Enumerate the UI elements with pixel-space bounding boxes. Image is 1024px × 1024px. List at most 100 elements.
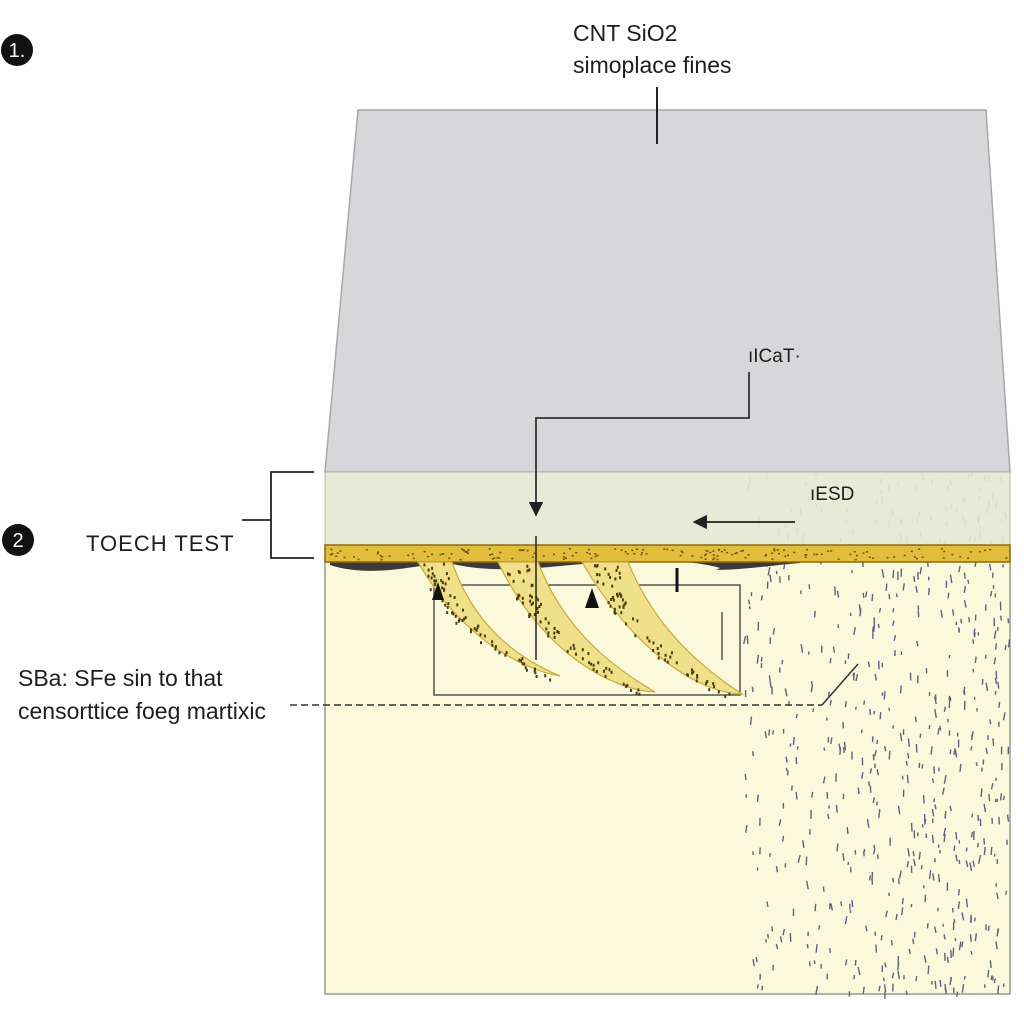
fin-speck bbox=[513, 580, 515, 583]
particle-mark bbox=[886, 584, 887, 591]
fin-speck bbox=[522, 597, 524, 600]
particle-mark bbox=[964, 976, 965, 980]
band-speck bbox=[745, 557, 747, 559]
band-speck bbox=[489, 548, 491, 550]
particle-mark bbox=[929, 725, 930, 729]
band-speck bbox=[713, 554, 715, 556]
particle-mark bbox=[989, 794, 990, 801]
fin-speck bbox=[665, 654, 667, 657]
particle-mark bbox=[912, 823, 913, 832]
band-speck bbox=[731, 554, 733, 556]
band-speck bbox=[330, 549, 332, 551]
particle-mark bbox=[965, 573, 966, 579]
band-speck bbox=[855, 559, 857, 561]
fin-speck bbox=[671, 651, 673, 654]
fin-speck bbox=[667, 661, 669, 664]
fin-speck bbox=[611, 671, 613, 674]
fin-speck bbox=[708, 688, 710, 691]
fin-speck bbox=[499, 651, 501, 654]
band-speck bbox=[366, 549, 368, 551]
particle-mark bbox=[998, 986, 999, 995]
particle-mark bbox=[815, 904, 816, 911]
fin-speck bbox=[446, 611, 448, 614]
band-speck bbox=[704, 555, 706, 557]
fin-speck bbox=[504, 654, 506, 657]
particle-mark bbox=[750, 606, 751, 609]
particle-mark bbox=[830, 658, 831, 663]
particle-mark bbox=[961, 619, 962, 623]
particle-mark bbox=[922, 824, 923, 827]
fin-speck bbox=[537, 598, 539, 601]
band-speck bbox=[1005, 557, 1007, 559]
particle-mark bbox=[1008, 815, 1009, 822]
fin-speck bbox=[431, 577, 433, 580]
band-speck bbox=[838, 558, 840, 560]
particle-mark bbox=[971, 746, 972, 750]
band-speck bbox=[718, 549, 720, 551]
fin-speck bbox=[609, 668, 611, 671]
fin-speck bbox=[638, 693, 640, 696]
particle-mark bbox=[767, 902, 768, 907]
particle-mark bbox=[747, 636, 748, 644]
fin-speck bbox=[636, 692, 638, 695]
fin-speck bbox=[599, 573, 601, 576]
band-speck bbox=[716, 559, 718, 561]
particle-mark bbox=[854, 975, 855, 979]
fin-speck bbox=[442, 581, 444, 584]
fin-speck bbox=[625, 622, 627, 625]
particle-mark bbox=[877, 740, 878, 744]
band-speck bbox=[706, 550, 708, 552]
particle-mark bbox=[879, 809, 880, 818]
fin-speck bbox=[448, 577, 450, 580]
particle-mark bbox=[880, 712, 881, 719]
particle-mark bbox=[916, 976, 917, 981]
fin-speck bbox=[545, 617, 547, 620]
band-speck bbox=[805, 557, 807, 559]
particle-mark bbox=[790, 933, 791, 942]
fin-speck bbox=[660, 644, 662, 647]
bottom-label-line1: SBa: SFe sin to that bbox=[18, 665, 223, 691]
left-bracket bbox=[271, 472, 314, 558]
fin-speck bbox=[455, 622, 457, 625]
particle-mark bbox=[838, 624, 839, 628]
band-speck bbox=[771, 558, 773, 560]
band-speck bbox=[793, 552, 795, 554]
band-speck bbox=[497, 557, 499, 559]
fin-speck bbox=[447, 602, 449, 605]
fin-speck bbox=[587, 652, 589, 655]
particle-mark bbox=[889, 751, 890, 760]
particle-mark bbox=[972, 731, 973, 737]
fin-speck bbox=[470, 630, 472, 633]
fin-speck bbox=[623, 683, 625, 686]
fin-speck bbox=[545, 627, 547, 630]
particle-mark bbox=[856, 707, 857, 710]
band-speck bbox=[979, 551, 981, 553]
particle-mark bbox=[796, 757, 797, 764]
particle-mark bbox=[896, 594, 897, 598]
band-speck bbox=[339, 550, 341, 552]
band-speck bbox=[943, 551, 945, 553]
fin-speck bbox=[455, 615, 457, 618]
fin-speck bbox=[534, 671, 536, 674]
fin-speck bbox=[495, 645, 497, 648]
particle-mark bbox=[797, 746, 798, 749]
particle-mark bbox=[884, 691, 885, 699]
fin-speck bbox=[491, 640, 493, 643]
particle-mark bbox=[1006, 891, 1007, 895]
particle-mark bbox=[907, 775, 908, 783]
band-speck bbox=[543, 555, 545, 557]
particle-mark bbox=[773, 730, 774, 734]
particle-mark bbox=[835, 587, 836, 596]
particle-mark bbox=[971, 951, 972, 955]
band-speck bbox=[854, 551, 856, 553]
fin-speck bbox=[434, 583, 436, 586]
fin-speck bbox=[528, 568, 530, 571]
band-speck bbox=[563, 553, 565, 555]
band-speck bbox=[381, 559, 383, 561]
fin-speck bbox=[614, 612, 616, 615]
band-speck bbox=[783, 550, 785, 552]
particle-mark bbox=[968, 580, 969, 584]
band-speck bbox=[532, 557, 534, 559]
band-speck bbox=[389, 555, 391, 557]
band-speck bbox=[468, 549, 470, 551]
